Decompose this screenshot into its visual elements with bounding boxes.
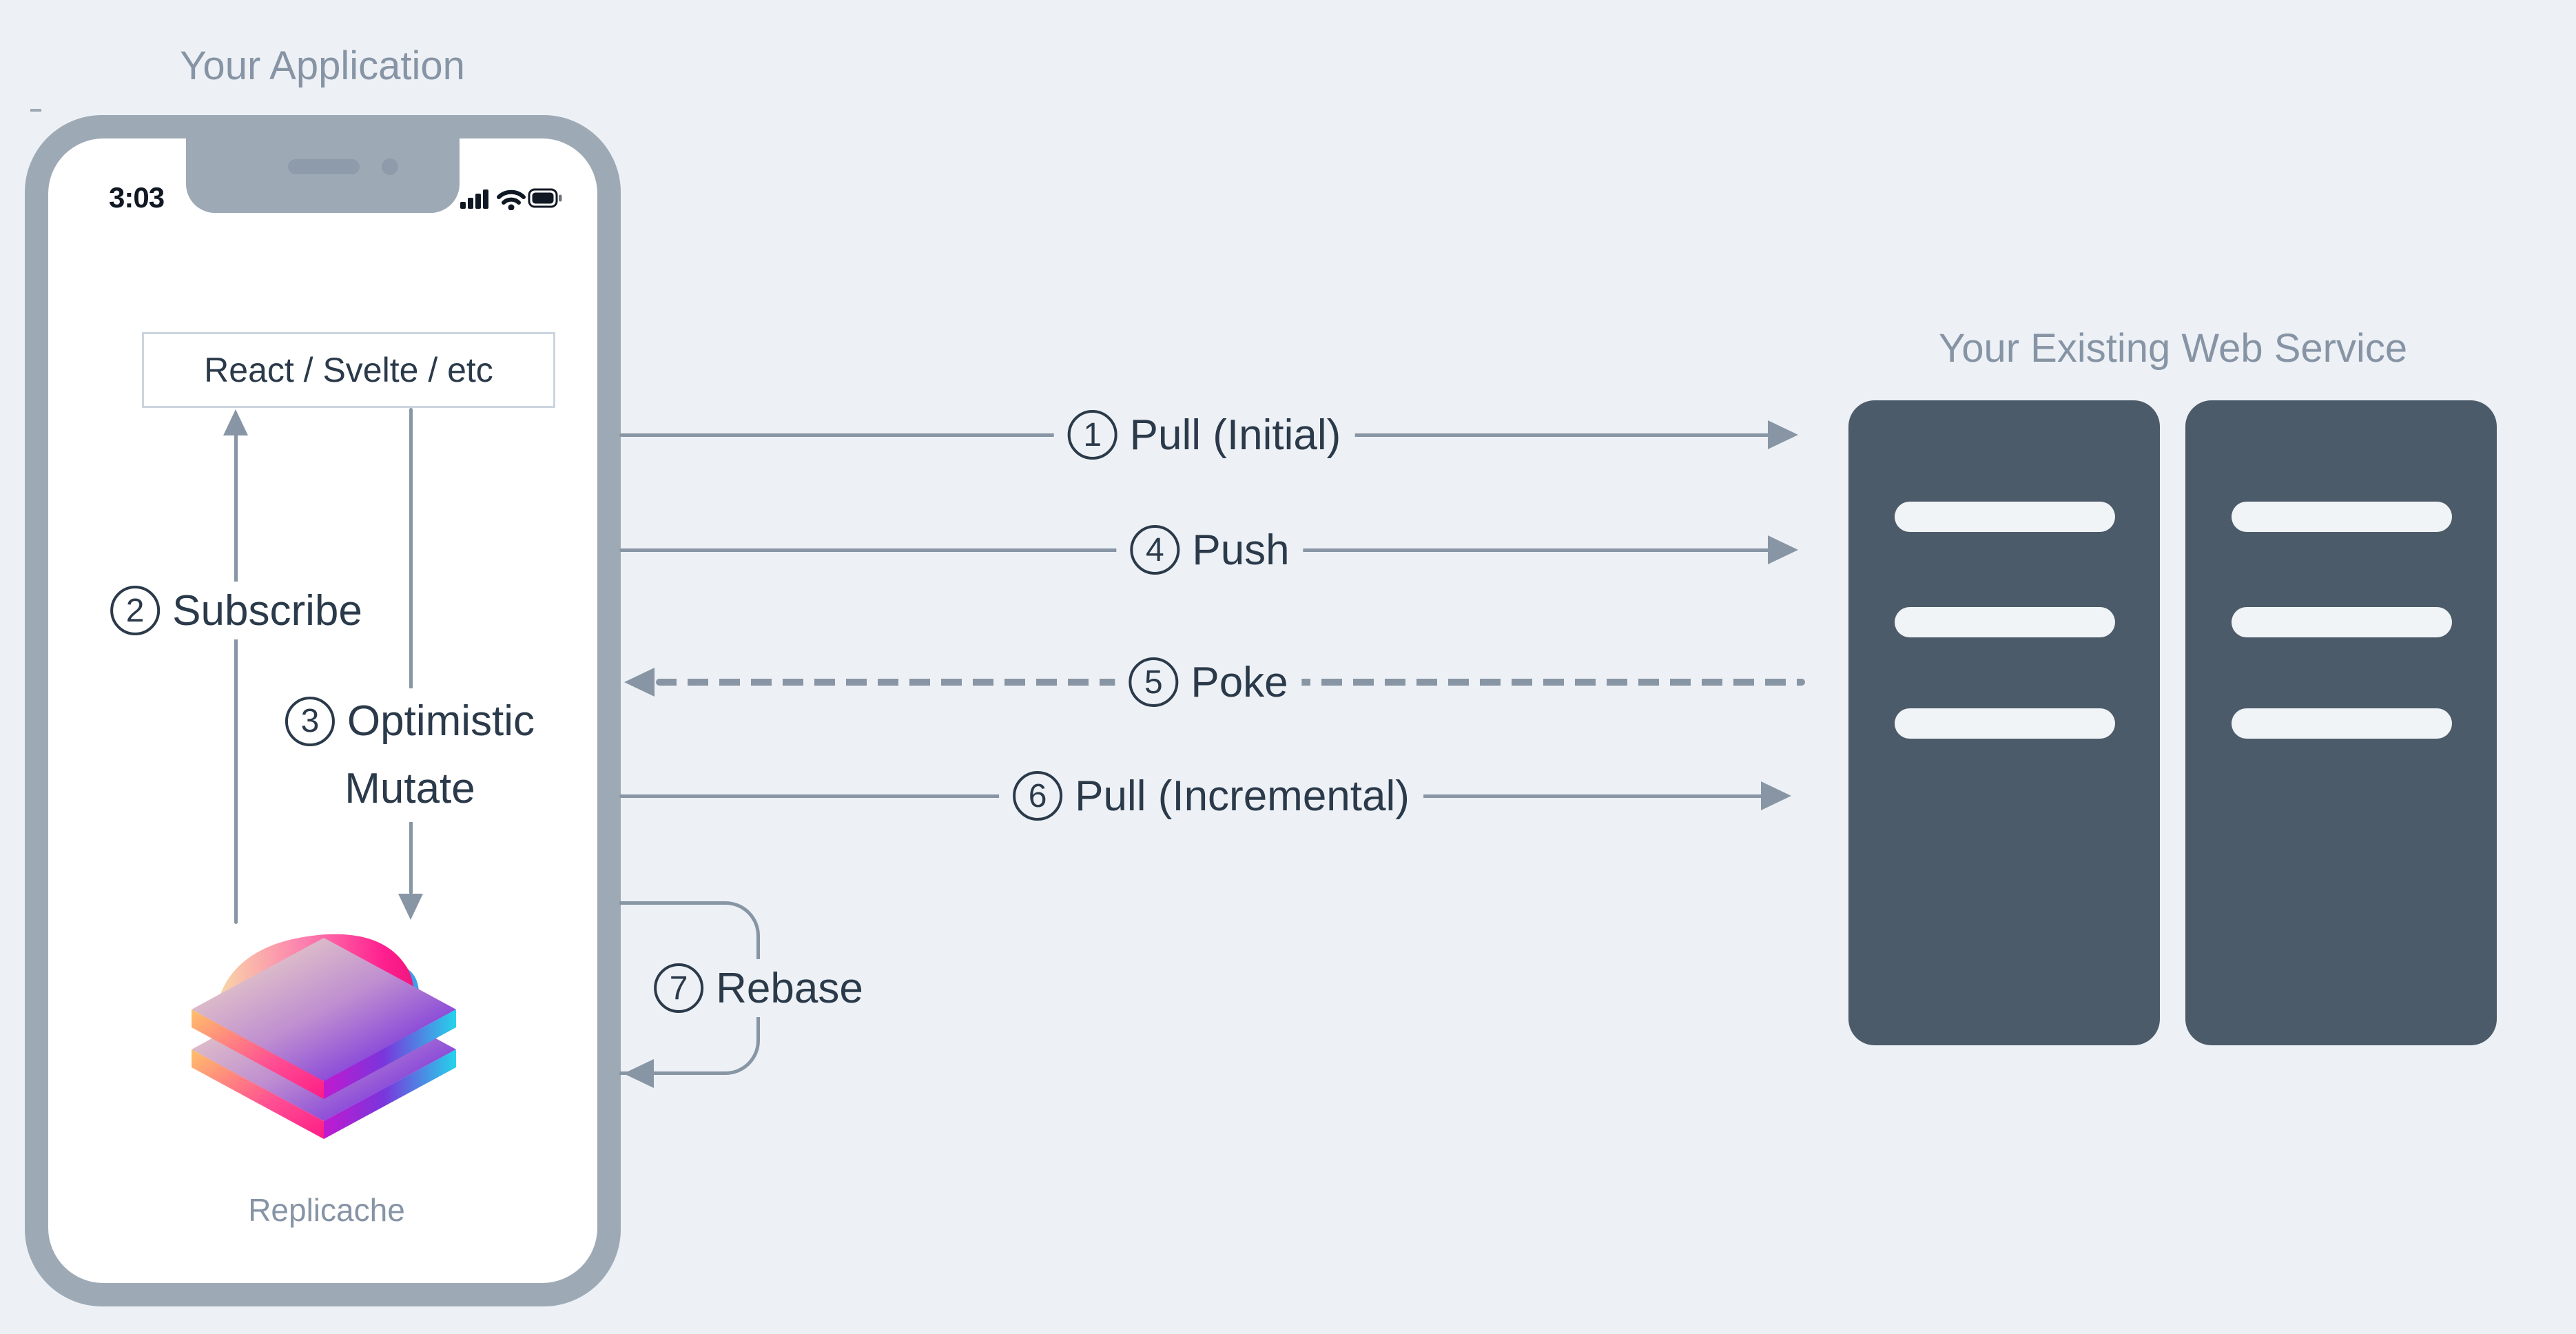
stray-dash	[30, 109, 41, 112]
phone-screen: 3:03 React / Svel	[48, 138, 597, 1283]
speaker-icon	[288, 159, 360, 174]
flow-label-text: Rebase	[716, 964, 863, 1012]
arrow-right-icon	[1761, 781, 1791, 810]
flow-label-text: Push	[1192, 526, 1290, 574]
subscribe-arrowhead-icon	[223, 409, 248, 435]
arrow-right-icon	[1768, 420, 1798, 449]
server-column	[2185, 400, 2497, 1045]
server-slot	[1895, 708, 2115, 739]
mutate-arrowhead-icon	[398, 894, 423, 920]
flow-label-line2: Mutate	[344, 765, 475, 812]
circled-number: 5	[1129, 657, 1179, 707]
service-title: Your Existing Web Service	[1938, 326, 2408, 371]
circled-number: 1	[1067, 410, 1117, 460]
logo-middle-layer	[192, 938, 456, 1099]
flow-label-push: 4 Push	[1116, 521, 1304, 579]
arrow-left-icon	[624, 668, 655, 697]
server-slot	[1895, 607, 2115, 637]
phone-frame: 3:03 React / Svel	[25, 115, 621, 1306]
flow-label-text: Pull (Incremental)	[1075, 772, 1410, 820]
mutate-line	[409, 408, 413, 894]
circled-number: 6	[1013, 771, 1063, 821]
server-column	[1848, 400, 2160, 1045]
flow-label-poke: 5 Poke	[1115, 653, 1302, 711]
circled-number: 4	[1130, 525, 1180, 575]
wifi-dot	[508, 204, 515, 210]
flow-label-subscribe: 2 Subscribe	[96, 582, 376, 639]
app-title: Your Application	[180, 43, 465, 88]
camera-icon	[382, 158, 398, 175]
arrow-left-icon	[624, 1059, 654, 1088]
flow-label-pull-initial: 1 Pull (Initial)	[1053, 406, 1355, 464]
circled-number: 3	[285, 697, 335, 746]
subscribe-line	[234, 433, 238, 924]
flow-label-line1: 3 Optimistic	[285, 690, 535, 753]
circled-number: 2	[110, 586, 161, 635]
framework-box: React / Svelte / etc	[142, 332, 555, 408]
flow-label-text: Poke	[1191, 658, 1288, 706]
signal-icon	[460, 189, 488, 209]
status-time: 3:03	[109, 181, 165, 214]
flow-label-text: Subscribe	[172, 586, 362, 635]
status-icons	[460, 188, 562, 210]
replicache-logo	[192, 934, 456, 1139]
flow-label-optimistic-mutate: 3 Optimistic Mutate	[271, 688, 549, 822]
server-slot	[2232, 607, 2452, 637]
phone-notch	[186, 138, 460, 213]
server-slot	[1895, 502, 2115, 532]
flow-label-text: Optimistic	[347, 697, 535, 745]
wifi-icon	[497, 189, 526, 205]
logo-caption: Replicache	[248, 1192, 405, 1228]
flow-label-rebase: 7 Rebase	[640, 959, 877, 1017]
flow-label-pull-incremental: 6 Pull (Incremental)	[999, 767, 1423, 825]
server-slot	[2232, 502, 2452, 532]
battery-icon	[528, 188, 562, 208]
arrow-right-icon	[1768, 535, 1798, 564]
circled-number: 7	[654, 963, 704, 1013]
server-slot	[2232, 708, 2452, 739]
flow-label-text: Pull (Initial)	[1129, 411, 1341, 459]
